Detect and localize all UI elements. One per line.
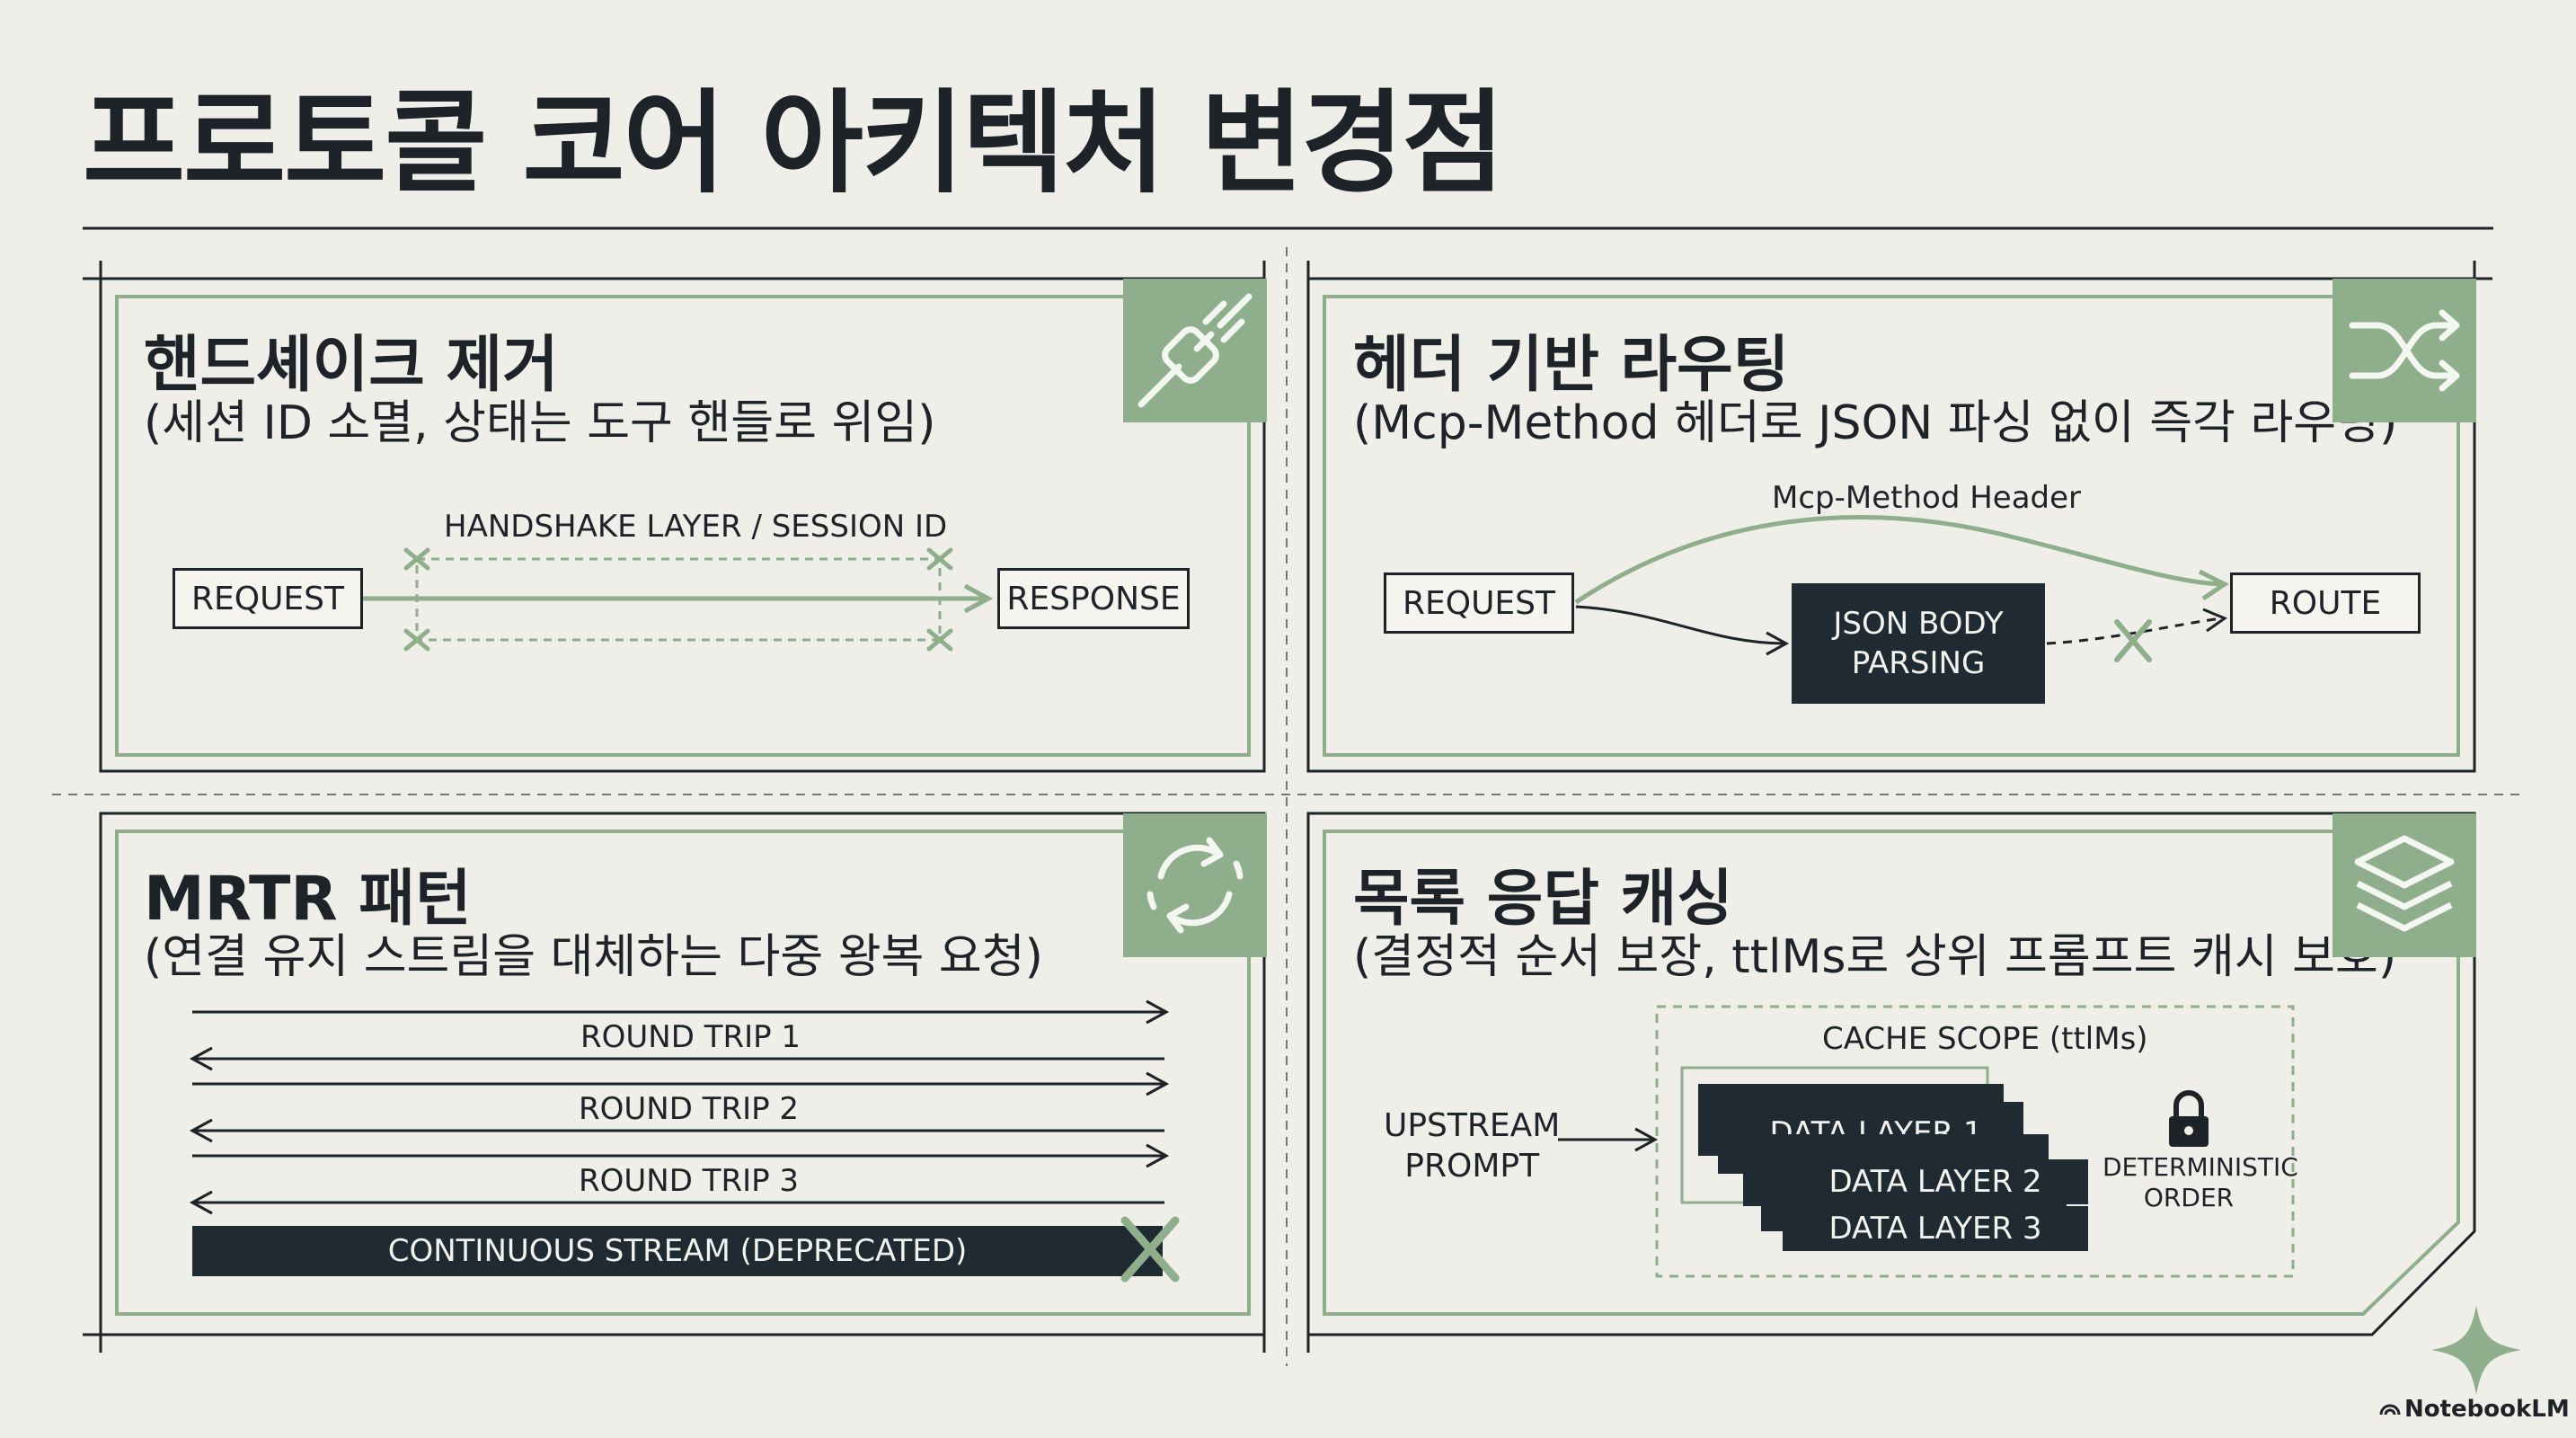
order-line2: ORDER — [2143, 1182, 2235, 1212]
handshake-subtitle: (세션 ID 소멸, 상태는 도구 핸들로 위임) — [144, 396, 936, 450]
data-layer-3: DATA LAYER 3 — [1783, 1206, 2088, 1251]
routing-subtitle: (Mcp-Method 헤더로 JSON 파싱 없이 즉각 라우팅) — [1353, 396, 2398, 450]
mrtr-subtitle: (연결 유지 스트림을 대체하는 다중 왕복 요청) — [144, 930, 1043, 984]
layers-icon — [2333, 813, 2476, 957]
mrtr-title: MRTR 패턴 — [144, 864, 472, 935]
response-box: RESPONSE — [997, 568, 1190, 629]
cache-scope-label: CACHE SCOPE (ttlMs) — [1822, 1021, 2148, 1057]
brand-label: NotebookLM — [2404, 1396, 2570, 1423]
order-line1: DETERMINISTIC — [2102, 1152, 2298, 1182]
header-label: Mcp-Method Header — [1772, 480, 2082, 516]
round-trip-2: ROUND TRIP 2 — [579, 1091, 800, 1127]
json-parsing-box: JSON BODY PARSING — [1792, 583, 2045, 704]
routing-request-box: REQUEST — [1384, 573, 1574, 634]
upstream-line1: UPSTREAM — [1384, 1107, 1561, 1144]
caching-title: 목록 응답 캐싱 — [1353, 864, 1733, 935]
data-layer-2: DATA LAYER 2 — [1783, 1159, 2088, 1204]
deterministic-order: DETERMINISTIC ORDER — [2102, 1152, 2298, 1212]
json-parsing-line2: PARSING — [1851, 645, 1986, 681]
route-box: ROUTE — [2230, 573, 2421, 634]
handshake-layer-label: HANDSHAKE LAYER / SESSION ID — [444, 509, 948, 545]
continuous-stream-bar: CONTINUOUS STREAM (DEPRECATED) — [192, 1226, 1163, 1276]
round-trip-1: ROUND TRIP 1 — [580, 1019, 801, 1055]
request-box: REQUEST — [173, 568, 363, 629]
plug-icon — [1123, 279, 1267, 422]
upstream-prompt: UPSTREAM PROMPT — [1384, 1105, 1560, 1186]
refresh-icon — [1123, 813, 1267, 957]
round-trip-3: ROUND TRIP 3 — [579, 1163, 800, 1199]
shuffle-icon — [2333, 279, 2476, 422]
upstream-line2: PROMPT — [1404, 1148, 1540, 1185]
page-title: 프로토콜 코어 아키텍처 변경점 — [83, 79, 1505, 209]
routing-title: 헤더 기반 라우팅 — [1353, 330, 1790, 401]
caching-subtitle: (결정적 순서 보장, ttlMs로 상위 프롬프트 캐시 보호) — [1353, 930, 2397, 984]
json-parsing-line1: JSON BODY — [1833, 605, 2004, 642]
handshake-title: 핸드셰이크 제거 — [144, 330, 559, 401]
